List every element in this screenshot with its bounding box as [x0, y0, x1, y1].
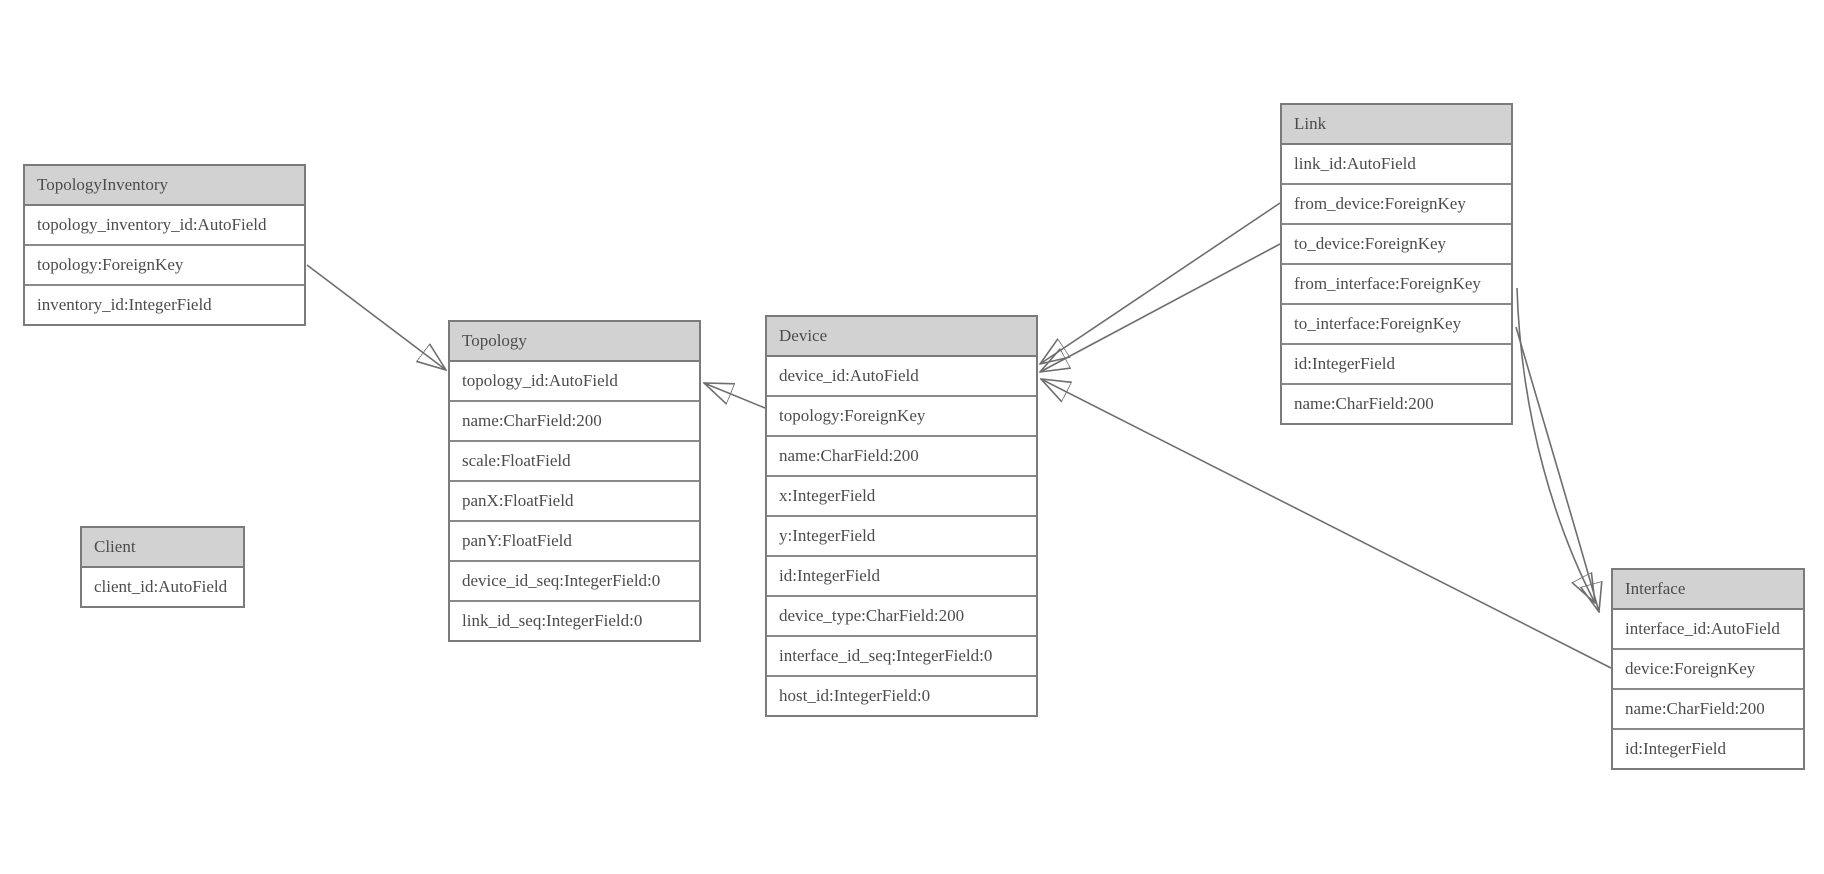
field-row: inventory_id:IntegerField [37, 295, 212, 314]
field-row: from_device:ForeignKey [1282, 185, 1511, 225]
relation-link-todevice-device [1040, 243, 1281, 372]
entity-link-title: Link [1282, 105, 1511, 145]
entity-device-title: Device [767, 317, 1036, 357]
field-row: from_interface:ForeignKey [1282, 265, 1511, 305]
relation-device-topology [704, 383, 766, 409]
field-row: link_id_seq:IntegerField:0 [462, 611, 643, 630]
relation-link-tointerface-interface [1515, 326, 1599, 612]
field-row: id:IntegerField [767, 557, 1036, 597]
entity-topology-title: Topology [450, 322, 699, 362]
field-row: scale:FloatField [450, 442, 699, 482]
field-row: topology_inventory_id:AutoField [25, 206, 304, 246]
relation-link-frominterface-interface [1516, 287, 1595, 603]
field-row: to_device:ForeignKey [1282, 225, 1511, 265]
field-row: x:IntegerField [767, 477, 1036, 517]
field-row: id:IntegerField [1282, 345, 1511, 385]
entity-client: Client client_id:AutoField [80, 526, 245, 608]
field-row: link_id:AutoField [1282, 145, 1511, 185]
field-row: to_interface:ForeignKey [1282, 305, 1511, 345]
field-row: host_id:IntegerField:0 [779, 686, 931, 705]
field-row: name:CharField:200 [767, 437, 1036, 477]
entity-client-title: Client [82, 528, 243, 568]
field-row: interface_id:AutoField [1613, 610, 1803, 650]
entity-topologyinventory-title: TopologyInventory [25, 166, 304, 206]
field-row: y:IntegerField [767, 517, 1036, 557]
field-row: client_id:AutoField [94, 577, 228, 596]
field-row: device:ForeignKey [1613, 650, 1803, 690]
entity-client-fields: client_id:AutoField [82, 568, 243, 606]
relation-link-fromdevice-device [1040, 202, 1281, 364]
field-row: interface_id_seq:IntegerField:0 [767, 637, 1036, 677]
field-row: topology:ForeignKey [767, 397, 1036, 437]
field-row: name:CharField:200 [1294, 394, 1434, 413]
entity-topologyinventory: TopologyInventory topology_inventory_id:… [23, 164, 306, 326]
field-row: topology:ForeignKey [25, 246, 304, 286]
entity-interface-title: Interface [1613, 570, 1803, 610]
field-row: device_type:CharField:200 [767, 597, 1036, 637]
relation-topologyinventory-topology [306, 264, 446, 370]
field-row: topology_id:AutoField [450, 362, 699, 402]
field-row: name:CharField:200 [450, 402, 699, 442]
field-row: device_id:AutoField [767, 357, 1036, 397]
field-row: device_id_seq:IntegerField:0 [450, 562, 699, 602]
field-row: panY:FloatField [450, 522, 699, 562]
field-row: panX:FloatField [450, 482, 699, 522]
field-row: name:CharField:200 [1613, 690, 1803, 730]
field-row: id:IntegerField [1625, 739, 1727, 758]
